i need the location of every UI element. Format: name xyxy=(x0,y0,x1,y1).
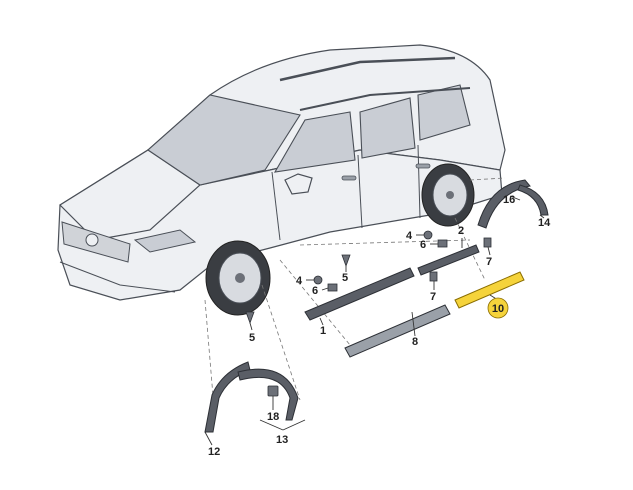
callout-6-b: 6 xyxy=(420,239,426,251)
door-handle-front xyxy=(341,175,357,181)
car-windshield xyxy=(147,94,301,186)
callout-labels: 1 2 4 4 5 5 6 6 7 7 8 10 12 13 14 16 18 xyxy=(208,194,551,458)
part-6-clip-a xyxy=(327,283,338,292)
parts xyxy=(204,179,549,433)
part-5-bolt-b xyxy=(245,311,255,325)
callout-8: 8 xyxy=(412,336,418,348)
part-6-clip-b xyxy=(437,239,448,248)
callout-18: 18 xyxy=(267,411,279,423)
door-line-front xyxy=(271,171,281,241)
roof-rail-lower xyxy=(299,87,471,111)
callout-10: 10 xyxy=(492,303,504,315)
part-13-front-arch-piece xyxy=(237,368,299,421)
callout-2: 2 xyxy=(458,225,464,237)
car-quarter-window xyxy=(417,84,471,141)
callout-12: 12 xyxy=(208,446,220,458)
callout-5-a: 5 xyxy=(342,272,348,284)
callout-7-a: 7 xyxy=(430,291,436,303)
callout-5-b: 5 xyxy=(249,332,255,344)
part-4-screw-a xyxy=(313,275,323,285)
rear-hub xyxy=(446,191,454,199)
roof-rail xyxy=(279,56,456,82)
part-7-clip-a xyxy=(429,271,438,282)
part-5-bolt-a xyxy=(341,254,351,268)
callout-10-highlight xyxy=(487,297,509,319)
callout-4-b: 4 xyxy=(406,230,413,242)
car-front-window xyxy=(273,111,356,173)
brand-emblem xyxy=(85,233,99,247)
part-16-rear-arch-trim xyxy=(477,179,531,229)
callout-16: 16 xyxy=(503,194,515,206)
car-rear-window xyxy=(359,97,416,159)
headlight xyxy=(133,229,197,253)
callout-13: 13 xyxy=(276,434,288,446)
callout-7-b: 7 xyxy=(486,256,492,268)
front-hub xyxy=(235,273,245,283)
part-8-door-moulding xyxy=(344,304,451,358)
car-illustration xyxy=(57,44,506,316)
door-line-middle xyxy=(357,154,363,229)
door-handle-rear xyxy=(415,163,431,169)
callout-4-a: 4 xyxy=(296,275,303,287)
part-18-clip xyxy=(267,385,279,397)
side-mirror xyxy=(284,173,313,195)
part-10-rear-door-moulding xyxy=(454,271,525,309)
part-2-rear-sill-trim xyxy=(417,244,480,276)
callout-6-a: 6 xyxy=(312,285,318,297)
part-14-rear-arch-piece xyxy=(517,184,549,216)
front-bumper-line xyxy=(59,261,176,293)
callout-14: 14 xyxy=(538,217,551,229)
part-1-sill-trim xyxy=(304,267,415,321)
callout-1: 1 xyxy=(320,325,326,337)
door-line-rear xyxy=(417,144,421,219)
part-7-clip-b xyxy=(483,237,492,248)
part-4-screw-b xyxy=(423,230,433,240)
